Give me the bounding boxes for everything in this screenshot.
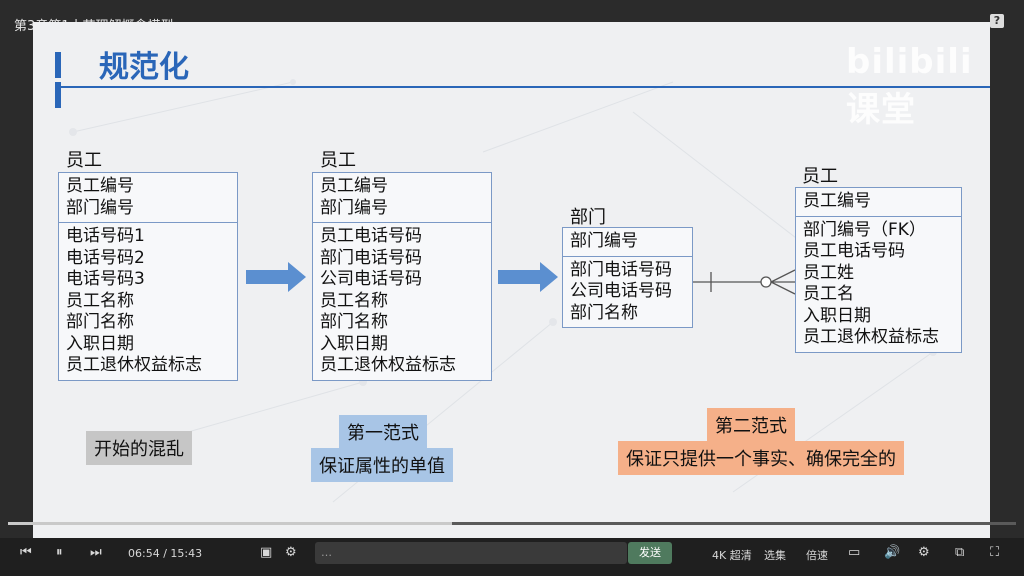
progress-fill (8, 522, 452, 525)
entity4-label: 员工 (802, 166, 838, 187)
pause-icon[interactable]: ⏸ (56, 545, 63, 560)
bilibili-watermark: bilibili 课堂 (846, 42, 973, 130)
entity1-key-field: 员工编号 (66, 176, 134, 196)
entity2-key-field: 员工编号 (320, 176, 388, 196)
entity4-keys: 员工编号 (796, 188, 961, 217)
entity4-attr-field: 员工退休权益标志 (803, 327, 939, 347)
previous-icon[interactable]: ⏮ (20, 545, 32, 560)
entity4-attr-field: 部门编号（FK） (803, 219, 926, 240)
entity3-box: 部门编号 部门电话号码公司电话号码部门名称 (562, 227, 693, 328)
slide-title: 规范化 (99, 50, 189, 85)
entity1-attr-field: 电话号码1 (66, 226, 145, 246)
entity3-attr-field: 部门名称 (570, 302, 638, 323)
entity1-attr-field: 部门名称 (66, 312, 134, 332)
entity3-label: 部门 (570, 207, 606, 228)
danmaku-settings-icon[interactable]: ⚙ (285, 545, 297, 560)
entity4-key-field: 员工编号 (803, 191, 871, 211)
entity4-attrs: 部门编号（FK）员工电话号码员工姓员工名入职日期员工退休权益标志 (796, 217, 961, 352)
arrow-1-icon (246, 262, 306, 292)
next-icon[interactable]: ⏭ (90, 545, 102, 560)
playback-time: 06:54 / 15:43 (128, 547, 203, 560)
header-divider (58, 86, 990, 88)
entity4-attr-field: 员工名 (803, 284, 854, 304)
tag-first-normal-form: 第一范式 (339, 415, 427, 449)
entity1-attr-field: 电话号码3 (66, 269, 145, 289)
entity2-label: 员工 (320, 150, 356, 171)
entity3-attr-field: 部门电话号码 (570, 259, 672, 280)
tag-first-normal-form-desc: 保证属性的单值 (311, 448, 453, 482)
tag-second-normal-form-desc: 保证只提供一个事实、确保完全的 (618, 441, 904, 475)
picture-in-picture-icon[interactable]: ⧉ (955, 545, 965, 560)
entity3-attr-field: 公司电话号码 (570, 281, 672, 301)
episodes-button[interactable]: 选集 (764, 549, 786, 562)
send-button[interactable]: 发送 (628, 542, 672, 564)
entity3-keys: 部门编号 (563, 228, 692, 257)
entity2-keys: 员工编号部门编号 (313, 173, 491, 223)
entity2-attr-field: 部门名称 (320, 312, 388, 332)
tag-initial-chaos: 开始的混乱 (86, 431, 192, 465)
entity2-attr-field: 公司电话号码 (320, 269, 422, 289)
entity3-key-field: 部门编号 (570, 231, 638, 251)
entity1-keys: 员工编号部门编号 (59, 173, 237, 223)
entity4-box: 员工编号 部门编号（FK）员工电话号码员工姓员工名入职日期员工退休权益标志 (795, 187, 962, 353)
entity2-box: 员工编号部门编号 员工电话号码部门电话号码公司电话号码员工名称部门名称入职日期员… (312, 172, 492, 381)
entity1-label: 员工 (66, 150, 102, 171)
entity2-attr-field: 部门电话号码 (320, 247, 422, 268)
speed-button[interactable]: 倍速 (806, 549, 828, 562)
entity1-attr-field: 员工退休权益标志 (66, 355, 202, 375)
entity3-attrs: 部门电话号码公司电话号码部门名称 (563, 257, 692, 328)
tag-second-normal-form: 第二范式 (707, 408, 795, 442)
volume-icon[interactable]: 🔊 (884, 545, 901, 560)
title-bars-icon (55, 52, 64, 112)
fullscreen-icon[interactable]: ⛶ (990, 545, 1000, 560)
entity1-attr-field: 入职日期 (66, 333, 134, 354)
danmaku-toggle-icon[interactable]: ▣ (260, 545, 273, 560)
settings-gear-icon[interactable]: ⚙ (918, 545, 930, 560)
entity4-attr-field: 入职日期 (803, 305, 871, 326)
entity2-attrs: 员工电话号码部门电话号码公司电话号码员工名称部门名称入职日期员工退休权益标志 (313, 223, 491, 380)
progress-bar[interactable] (8, 522, 1016, 525)
subtitle-icon[interactable]: ▭ (848, 545, 861, 560)
relationship-connector-icon (693, 269, 796, 295)
entity1-attr-field: 电话号码2 (66, 247, 145, 268)
entity4-attr-field: 员工电话号码 (803, 241, 905, 261)
entity2-attr-field: 入职日期 (320, 333, 388, 354)
danmaku-input[interactable]: … (315, 542, 627, 564)
entity4-attr-field: 员工姓 (803, 262, 854, 283)
entity2-key-field: 部门编号 (320, 197, 388, 218)
entity1-key-field: 部门编号 (66, 197, 134, 218)
entity1-attr-field: 员工名称 (66, 290, 134, 311)
entity2-attr-field: 员工名称 (320, 290, 388, 311)
entity2-attr-field: 员工退休权益标志 (320, 355, 456, 375)
quality-button[interactable]: 4K 超清 (712, 549, 752, 562)
entity2-attr-field: 员工电话号码 (320, 226, 422, 246)
help-icon[interactable]: ? (990, 14, 1004, 28)
arrow-2-icon (498, 262, 558, 292)
